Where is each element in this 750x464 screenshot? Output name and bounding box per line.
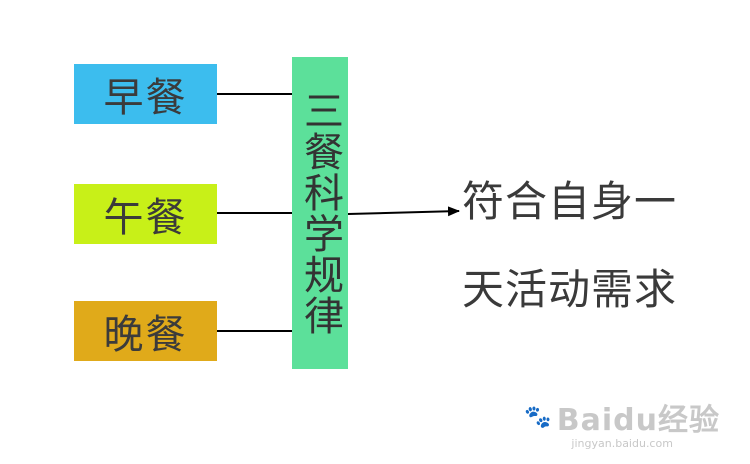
watermark-logo-text: Baidu经验 xyxy=(556,403,720,438)
meal-box-lunch: 午餐 xyxy=(74,184,217,244)
watermark: 🐾 Baidu经验 jingyan.baidu.com xyxy=(524,395,720,450)
meal-label-breakfast: 早餐 xyxy=(103,75,188,121)
center-box: 三餐科学规律 xyxy=(292,57,348,369)
result-line-1: 符合自身一 xyxy=(462,177,678,226)
meal-box-breakfast: 早餐 xyxy=(74,64,217,124)
result-text: 符合自身一 天活动需求 xyxy=(462,158,722,334)
result-line-2: 天活动需求 xyxy=(462,265,678,314)
watermark-url: jingyan.baidu.com xyxy=(571,437,673,450)
result-arrow xyxy=(347,206,460,217)
center-label: 三餐科学规律 xyxy=(297,90,343,336)
watermark-logo: 🐾 Baidu经验 xyxy=(524,395,720,439)
meal-box-dinner: 晚餐 xyxy=(74,301,217,361)
meal-label-lunch: 午餐 xyxy=(103,195,188,241)
meal-label-dinner: 晚餐 xyxy=(103,312,188,358)
paw-icon: 🐾 xyxy=(524,404,553,430)
